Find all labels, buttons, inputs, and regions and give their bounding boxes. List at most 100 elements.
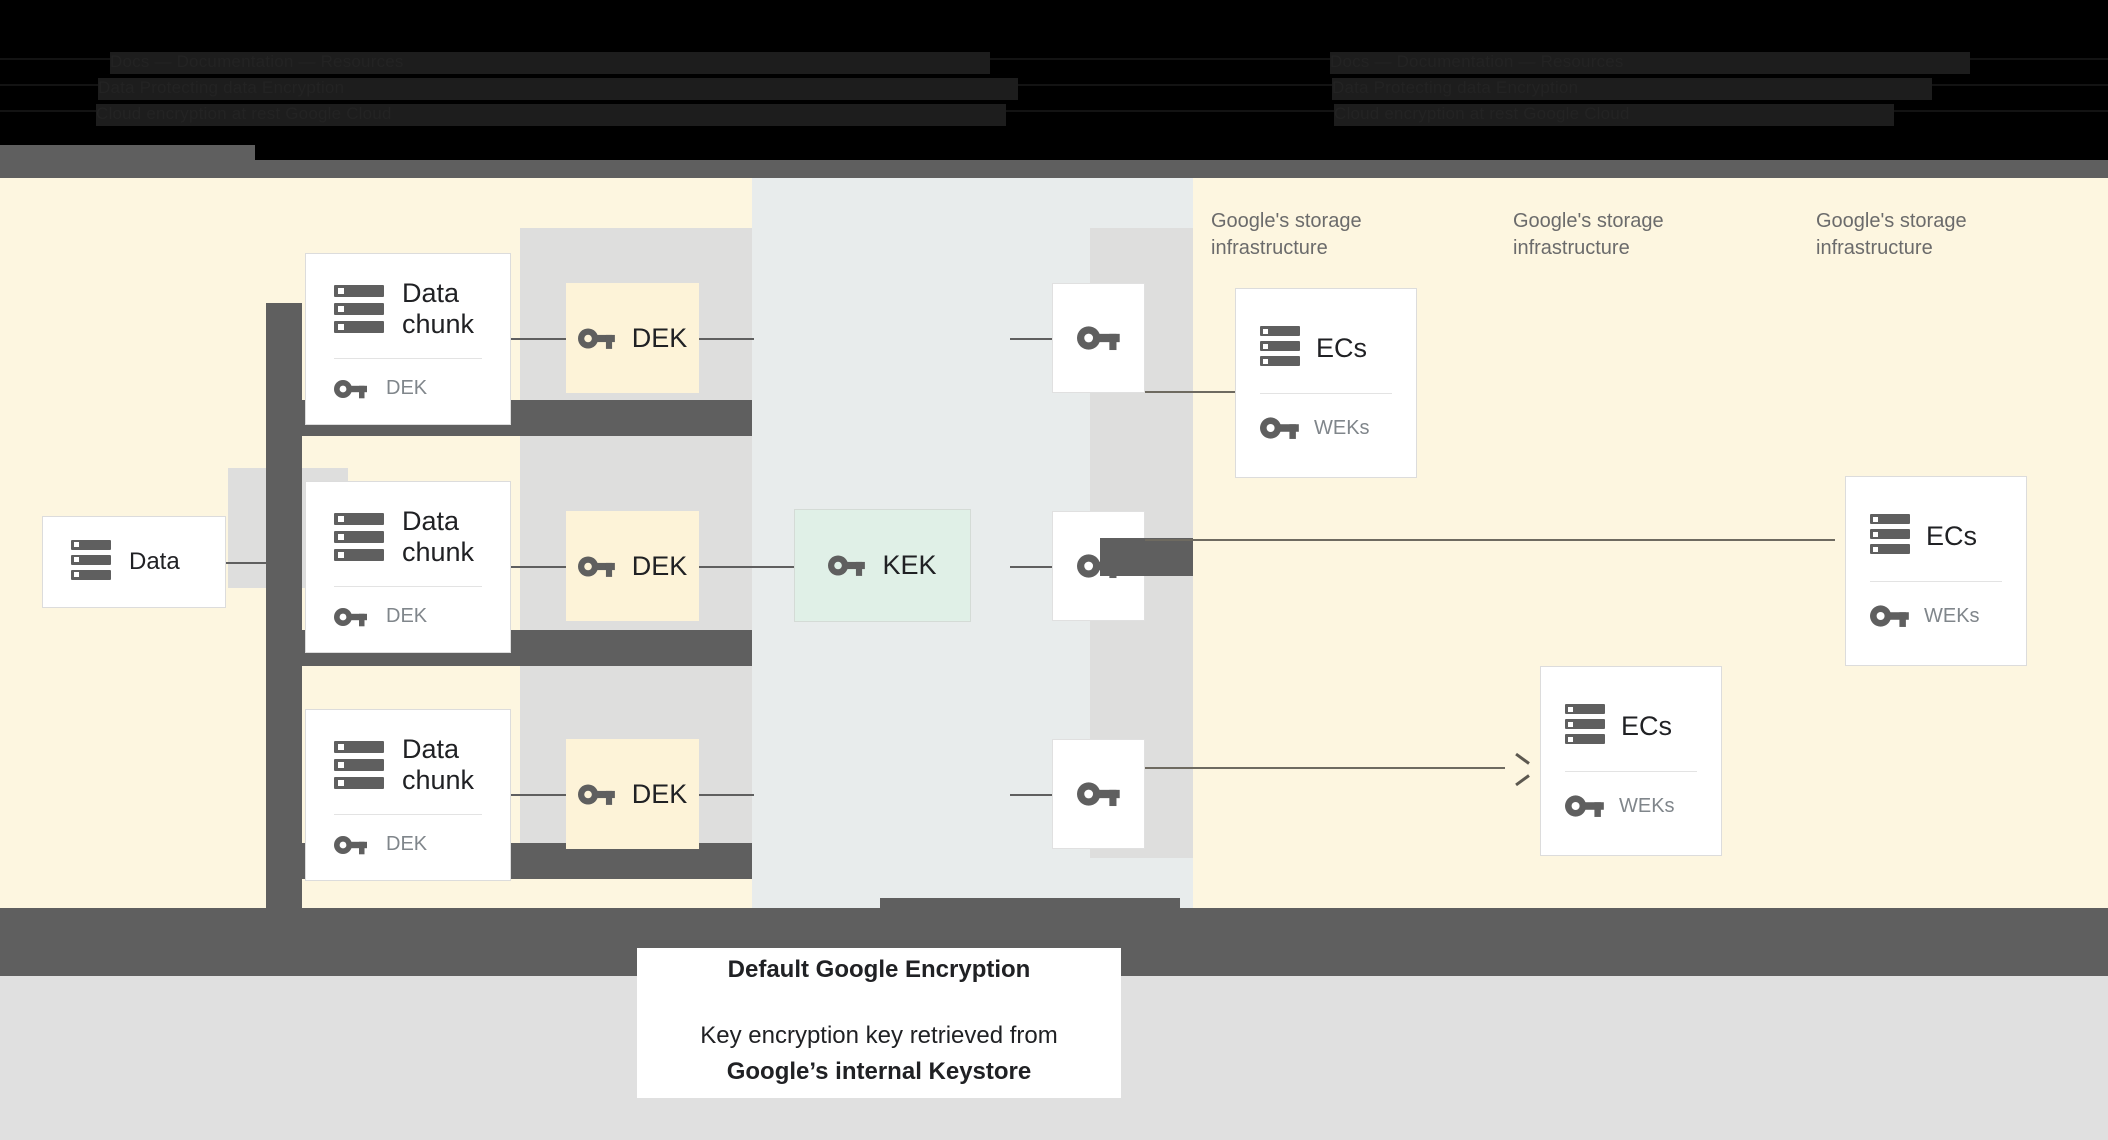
server-icon [334,285,384,333]
chunk-2-label: Data chunk [402,505,475,567]
connector-wk3-in [1010,794,1052,796]
dek-chip-1[interactable]: DEK [566,283,699,393]
key-icon [1870,605,1909,627]
chunk-1-key-row: DEK [306,377,510,400]
kek-chip[interactable]: KEK [794,509,971,622]
ec-2-key-row: WEKs [1541,794,1721,818]
key-icon [577,327,615,349]
chunk-3-title-row: Data chunk [306,734,510,796]
chunk-1-divider [334,358,482,360]
ec-card-3[interactable]: ECs WEKs [1845,476,2027,666]
arrow-wk1-to-ec1 [1145,391,1235,393]
connector-wk1-in [1010,338,1052,340]
legend-body-line-1: Key encryption key retrieved from [700,1022,1058,1049]
ec-2-label: ECs [1621,710,1673,741]
legend-title: Default Google Encryption [727,956,1031,983]
chunk-1-title-row: Data chunk [306,278,510,340]
ec-1-key-label: WEKs [1314,416,1370,439]
dek-chip-3-label: DEK [631,778,688,809]
data-node-label: Data [129,548,180,576]
dek-chip-1-label: DEK [631,322,688,353]
storage-caption-3: Google's storage infrastructure [1816,210,1967,259]
server-icon [71,539,111,585]
connector-dek2-kek [699,566,794,568]
server-icon [1870,514,1910,559]
ec-2-title-row: ECs [1541,704,1721,749]
connector-chunk3-dek [511,794,566,796]
ec-3-title-row: ECs [1846,514,2026,559]
dek-chip-2-label: DEK [631,550,688,581]
redacted-nav-line-2: Data Protecting data Encryption [98,78,1018,100]
chunk-1-key-label: DEK [386,377,428,400]
redacted-nav-line-3: Cloud encryption at rest Google Cloud [96,104,1006,126]
server-icon [334,741,384,789]
server-icon [334,513,384,561]
ec-2-divider [1565,771,1697,772]
legend-card: Default Google Encryption Key encryption… [637,948,1121,1098]
key-icon [1076,326,1120,351]
chunk-2-key-row: DEK [306,605,510,628]
data-chunk-card-3[interactable]: Data chunk DEK [305,709,511,881]
wrapped-key-chip-1[interactable] [1052,283,1145,393]
ec-1-label: ECs [1316,332,1368,363]
key-icon [828,555,866,576]
chunk-3-label: Data chunk [402,733,475,795]
ec-card-1[interactable]: ECs WEKs [1235,288,1417,478]
redacted-nav-line-1: Docs — Documentation — Resources [110,52,990,74]
key-icon [577,555,615,577]
chunk-1-label: Data chunk [402,277,475,339]
chunk-2-key-label: DEK [386,605,428,628]
key-icon [1260,417,1299,439]
ec-2-key-label: WEKs [1619,794,1675,817]
storage-caption-1: Google's storage infrastructure [1211,210,1362,259]
server-icon [1260,326,1300,371]
occluding-block-top-arrow [1100,538,1193,576]
ec-3-label: ECs [1926,520,1978,551]
key-icon [1565,795,1604,817]
chunk-3-divider [334,814,482,816]
dek-chip-3[interactable]: DEK [566,739,699,849]
chunk-3-key-row: DEK [306,833,510,856]
ec-card-2[interactable]: ECs WEKs [1540,666,1722,856]
page-top-divider-left [0,145,255,178]
ec-1-key-row: WEKs [1236,416,1416,440]
data-chunk-card-2[interactable]: Data chunk DEK [305,481,511,653]
redacted-nav-line-5: Data Protecting data Encryption [1332,78,1932,100]
chunk-2-title-row: Data chunk [306,506,510,568]
dek-chip-2[interactable]: DEK [566,511,699,621]
legend-body-line-2: Google’s internal Keystore [726,1058,1032,1085]
key-icon [334,607,367,626]
storage-caption-2: Google's storage infrastructure [1513,210,1664,259]
ec-1-title-row: ECs [1236,326,1416,371]
redacted-nav-line-6: Cloud encryption at rest Google Cloud [1334,104,1894,126]
ec-3-divider [1870,581,2002,582]
page-top-divider [0,160,2108,178]
arrow-line-wk3-to-ec2 [1145,767,1505,769]
encryption-flow-diagram: Data Data chunk DEK DEK Data chunk [0,178,2108,943]
chunk-2-divider [334,586,482,588]
connector-chunk1-dek [511,338,566,340]
wrapped-key-chip-3[interactable] [1052,739,1145,849]
legend-body: Key encryption key retrieved from Google… [700,1018,1057,1090]
key-icon [334,379,367,398]
data-node-row: Data [43,539,225,585]
data-node-card[interactable]: Data [42,516,226,608]
key-icon [1076,782,1120,807]
ec-3-key-label: WEKs [1924,604,1980,627]
key-icon [334,835,367,854]
arrow-line-wk2-to-ec3 [1145,539,1835,541]
chunk-3-key-label: DEK [386,833,428,856]
server-icon [1565,704,1605,749]
connector-chunk2-dek [511,566,566,568]
data-chunk-card-1[interactable]: Data chunk DEK [305,253,511,425]
connector-wk2-in [1010,566,1052,568]
key-icon [577,783,615,805]
connector-dek3-right [699,794,754,796]
ec-3-key-row: WEKs [1846,604,2026,628]
connector-dek1-right [699,338,754,340]
ec-1-divider [1260,393,1392,394]
connector-data-to-fanout [226,562,302,564]
obscured-top-navigation: Docs — Documentation — Resources Data Pr… [0,0,2108,160]
redacted-nav-line-4: Docs — Documentation — Resources [1330,52,1970,74]
kek-chip-label: KEK [882,550,937,580]
